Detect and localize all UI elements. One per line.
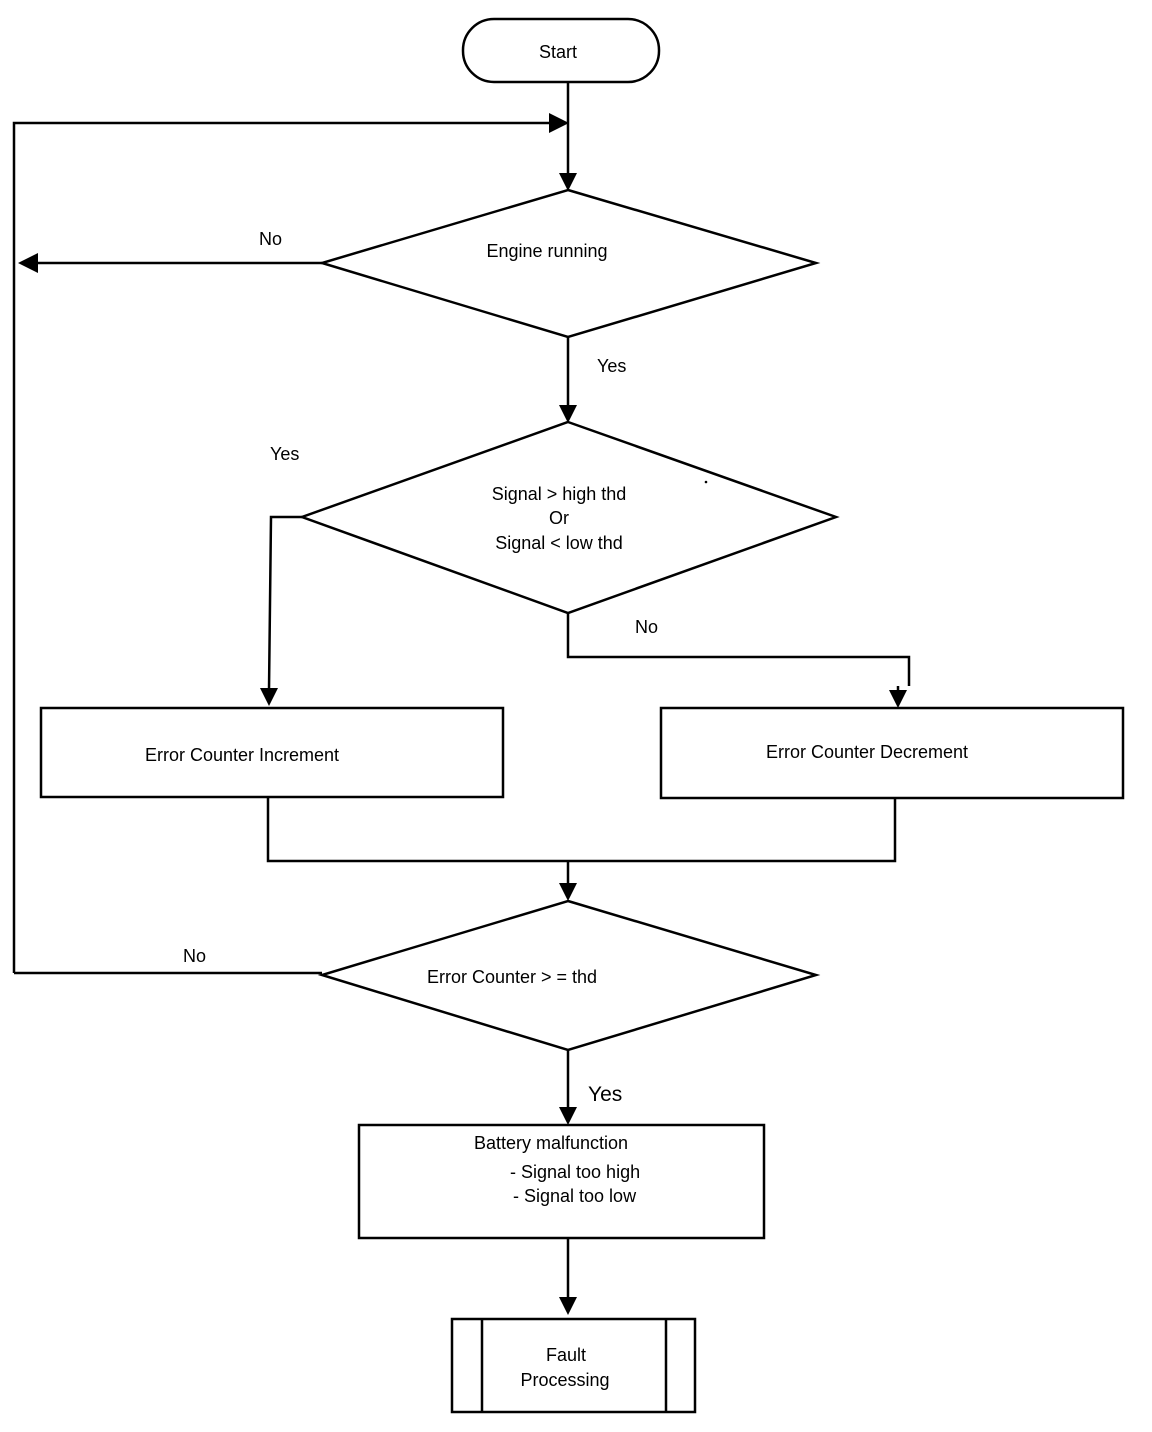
signal-no-label: No [635, 617, 658, 637]
battery-line2: - Signal too high [510, 1162, 640, 1182]
arrowhead-merge-to-counter [559, 883, 577, 901]
stray-dot [704, 480, 708, 484]
edge-loop-return [12, 121, 552, 973]
fault-processing-box [450, 1317, 697, 1414]
edge-merge [266, 797, 897, 863]
arrowhead-engine-yes [559, 405, 577, 423]
arrowhead-signal-no [889, 690, 907, 708]
battery-line1: Battery malfunction [474, 1133, 628, 1153]
battery-line3: - Signal too low [513, 1186, 637, 1206]
edge-signal-no [566, 613, 911, 686]
signal-check-line1: Signal > high thd [492, 484, 627, 504]
error-counter-decision [317, 899, 821, 1052]
battery-malfunction-box [357, 1123, 766, 1240]
signal-check-line2: Or [549, 508, 569, 528]
counter-no-label: No [183, 946, 206, 966]
error-counter-decrement-label: Error Counter Decrement [766, 742, 968, 762]
signal-yes-label: Yes [270, 444, 299, 464]
edge-signal-yes [267, 515, 302, 691]
error-counter-increment-box [39, 706, 505, 799]
start-node [461, 17, 661, 84]
arrowhead-signal-yes [260, 688, 278, 706]
arrowhead-engine-no [18, 253, 38, 273]
engine-yes-label: Yes [597, 356, 626, 376]
arrowhead-counter-yes [559, 1107, 577, 1125]
engine-running-label: Engine running [486, 241, 607, 261]
error-counter-increment-label: Error Counter Increment [145, 745, 339, 765]
arrowhead-loop-return [549, 113, 569, 133]
error-counter-decrement-box [659, 706, 1125, 800]
signal-check-line3: Signal < low thd [495, 533, 623, 553]
arrowhead-battery-to-fault [559, 1297, 577, 1315]
engine-no-label: No [259, 229, 282, 249]
fault-line2: Processing [520, 1370, 609, 1390]
start-label: Start [539, 42, 577, 62]
fault-line1: Fault [546, 1345, 586, 1365]
arrowhead-start-to-engine [559, 173, 577, 191]
engine-running-decision [317, 188, 821, 339]
signal-threshold-decision [298, 420, 840, 615]
counter-yes-label: Yes [588, 1083, 622, 1106]
error-counter-decision-label: Error Counter > = thd [427, 967, 597, 987]
